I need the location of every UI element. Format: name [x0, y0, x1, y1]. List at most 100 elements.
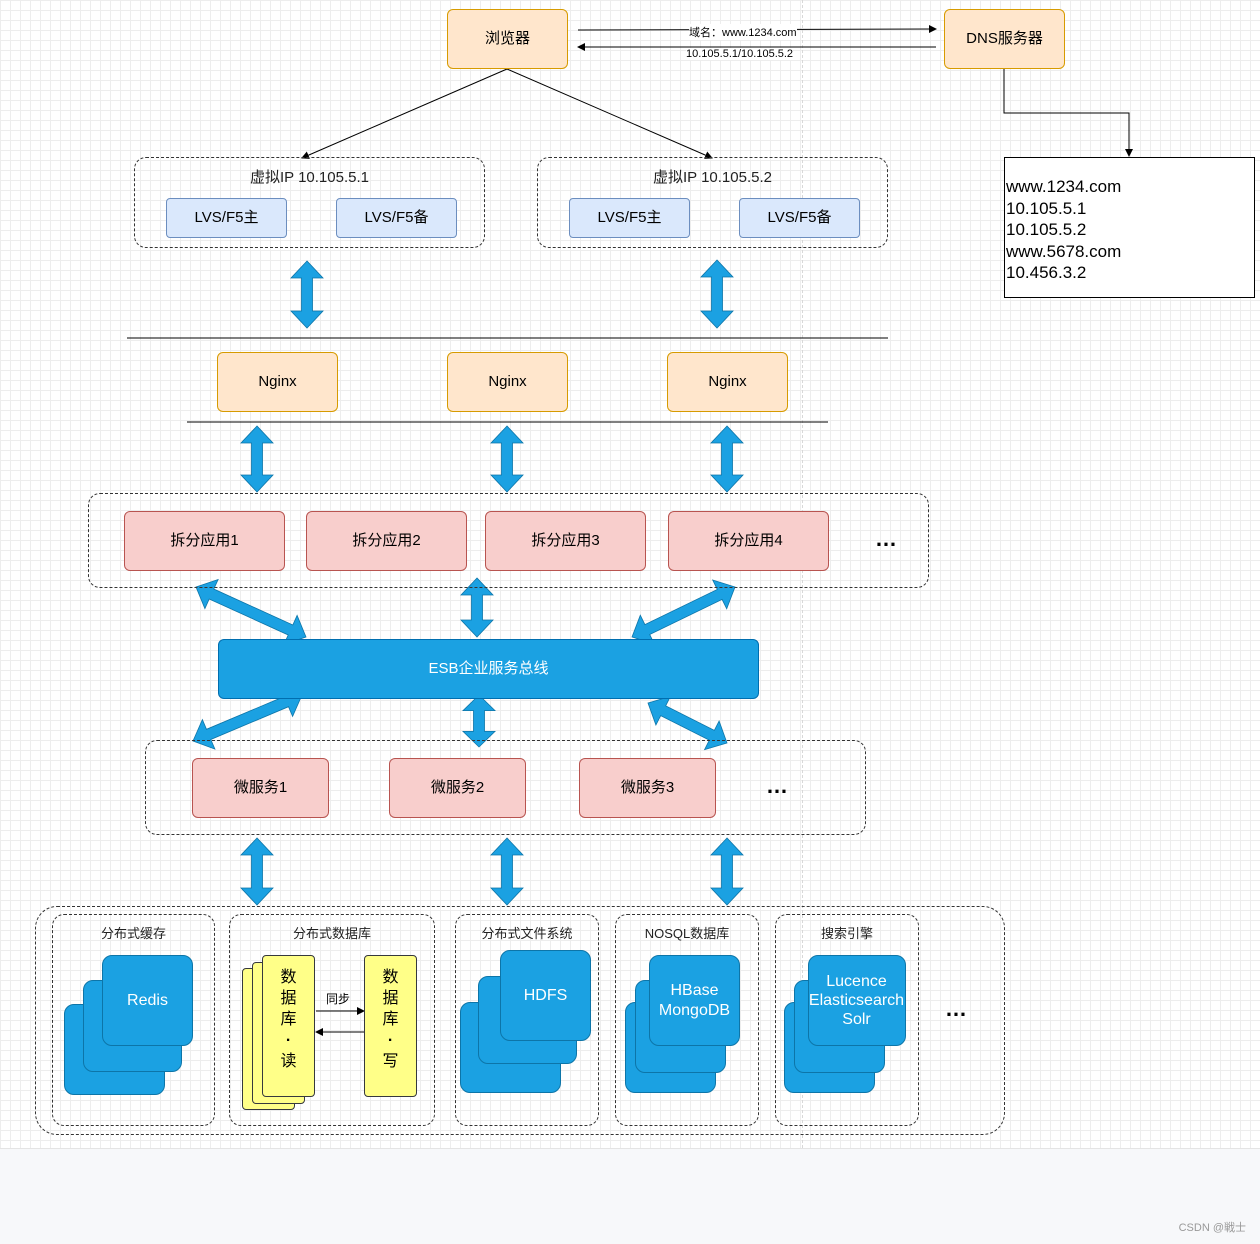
split-app-label: 拆分应用2: [352, 532, 421, 549]
search-title: 搜索引擎: [820, 926, 873, 941]
nginx-label: Nginx: [708, 373, 747, 390]
esb-label: ESB企业服务总线: [428, 660, 549, 677]
bidirectional-arrow: [631, 579, 736, 645]
dns-records-box: www.1234.com 10.105.5.1 10.105.5.2 www.5…: [1004, 157, 1255, 298]
bidirectional-arrows: [192, 259, 744, 906]
nginx-node-2: Nginx: [447, 352, 568, 412]
lvs-primary-2: LVS/F5主: [569, 198, 690, 238]
dns-to-records-line: [1003, 69, 1133, 157]
split-apps-ellipsis: …: [875, 526, 898, 551]
search-label: Lucence Elasticsearch Solr: [800, 955, 913, 1046]
redis-stack-front: [102, 955, 193, 1046]
page-guide-line: [802, 0, 803, 1148]
read-db-char: ·: [285, 1032, 292, 1049]
microservice-label: 微服务1: [233, 779, 288, 796]
split-app-4: 拆分应用4: [668, 511, 829, 571]
vip-group-title: 虚拟IP 10.105.5.2: [653, 169, 772, 186]
vip-group-title: 虚拟IP 10.105.5.1: [250, 169, 369, 186]
write-db-label: 数 据 库 · 写: [364, 967, 417, 1072]
ip-label: 10.105.5.1/10.105.5.2: [686, 48, 794, 60]
nosql-stack-front: [649, 955, 740, 1046]
microservice-label: 微服务3: [620, 779, 675, 796]
write-db-char: 数: [382, 969, 399, 986]
dns-record: 10.456.3.2: [1006, 263, 1087, 282]
bidirectional-arrow: [490, 425, 524, 493]
nosql-line: MongoDB: [658, 1001, 731, 1019]
browser-to-vip2-line: [506, 68, 713, 159]
dns-record: 10.105.5.2: [1006, 220, 1087, 239]
read-db-char: 读: [280, 1053, 297, 1070]
lvs-primary-1: LVS/F5主: [166, 198, 287, 238]
lvs-label: LVS/F5备: [767, 209, 832, 226]
page-footer: CSDN @戦士: [0, 1148, 1260, 1244]
nosql-line: HBase: [670, 981, 719, 999]
cache-group: 分布式缓存: [52, 914, 215, 1126]
microservices-group: [145, 740, 866, 835]
dns-record: 10.105.5.1: [1006, 198, 1087, 218]
nginx-label: Nginx: [488, 373, 527, 390]
search-group: 搜索引擎: [775, 914, 919, 1126]
connector-layer: [127, 25, 1133, 1036]
redis-label: Redis: [127, 991, 168, 1009]
sync-label: 同步: [326, 992, 351, 1006]
bidirectional-arrow: [710, 837, 744, 906]
esb-bus: ESB企业服务总线: [218, 639, 759, 699]
bidirectional-arrow: [290, 260, 324, 329]
write-db-char: ·: [387, 1032, 394, 1049]
database-title: 分布式数据库: [292, 926, 371, 941]
split-app-label: 拆分应用4: [714, 532, 783, 549]
bidirectional-arrow: [460, 577, 494, 638]
microservice-2: 微服务2: [389, 758, 526, 818]
bidirectional-arrow: [710, 425, 744, 493]
microservices-ellipsis: …: [766, 773, 789, 798]
read-db-front: [262, 955, 315, 1097]
microservice-3: 微服务3: [579, 758, 716, 818]
split-app-label: 拆分应用3: [531, 532, 600, 549]
browser-to-vip1-line: [301, 68, 508, 159]
storage-layer: [35, 906, 1005, 1135]
nosql-title: NOSQL数据库: [644, 926, 730, 941]
lvs-label: LVS/F5备: [364, 209, 429, 226]
microservice-1: 微服务1: [192, 758, 329, 818]
dns-record: www.1234.com: [1006, 177, 1122, 196]
browser-node: 浏览器: [447, 9, 568, 69]
lvs-backup-1: LVS/F5备: [336, 198, 457, 238]
dns-record: www.5678.com: [1006, 241, 1122, 261]
vip-group-2: 虚拟IP 10.105.5.2: [537, 157, 888, 248]
browser-label: 浏览器: [484, 30, 530, 47]
dns-server-label: DNS服务器: [966, 30, 1043, 47]
write-db: [364, 955, 417, 1097]
read-db-char: 数: [280, 969, 297, 986]
database-group: 分布式数据库: [229, 914, 435, 1126]
file-system-group: 分布式文件系统: [455, 914, 599, 1126]
lvs-label: LVS/F5主: [194, 209, 259, 226]
bidirectional-arrow: [195, 578, 307, 646]
hdfs-stack-front: [500, 950, 591, 1041]
write-db-char: 据: [382, 990, 399, 1007]
nosql-group: NOSQL数据库: [615, 914, 759, 1126]
write-db-char: 写: [382, 1053, 399, 1070]
file-system-title: 分布式文件系统: [481, 926, 573, 941]
lvs-backup-2: LVS/F5备: [739, 198, 860, 238]
dns-server-node: DNS服务器: [944, 9, 1065, 69]
search-line: Elasticsearch: [808, 991, 905, 1009]
vip-group-1: 虚拟IP 10.105.5.1: [134, 157, 485, 248]
search-stack-front: [808, 955, 906, 1046]
bidirectional-arrow: [647, 695, 728, 751]
split-app-2: 拆分应用2: [306, 511, 467, 571]
nginx-node-1: Nginx: [217, 352, 338, 412]
split-apps-group: [88, 493, 929, 588]
search-line: Solr: [842, 1011, 871, 1029]
lvs-label: LVS/F5主: [597, 209, 662, 226]
search-line: Lucence: [826, 972, 887, 990]
nginx-label: Nginx: [258, 373, 297, 390]
read-db-char: 库: [280, 1011, 297, 1028]
storage-ellipsis: …: [945, 996, 968, 1021]
nginx-node-3: Nginx: [667, 352, 788, 412]
nosql-label: HBase MongoDB: [649, 955, 740, 1046]
bidirectional-arrow: [462, 694, 496, 748]
read-db-char: 据: [280, 990, 297, 1007]
bidirectional-arrow: [240, 425, 274, 493]
split-app-3: 拆分应用3: [485, 511, 646, 571]
domain-label: 域名：www.1234.com: [689, 24, 797, 40]
